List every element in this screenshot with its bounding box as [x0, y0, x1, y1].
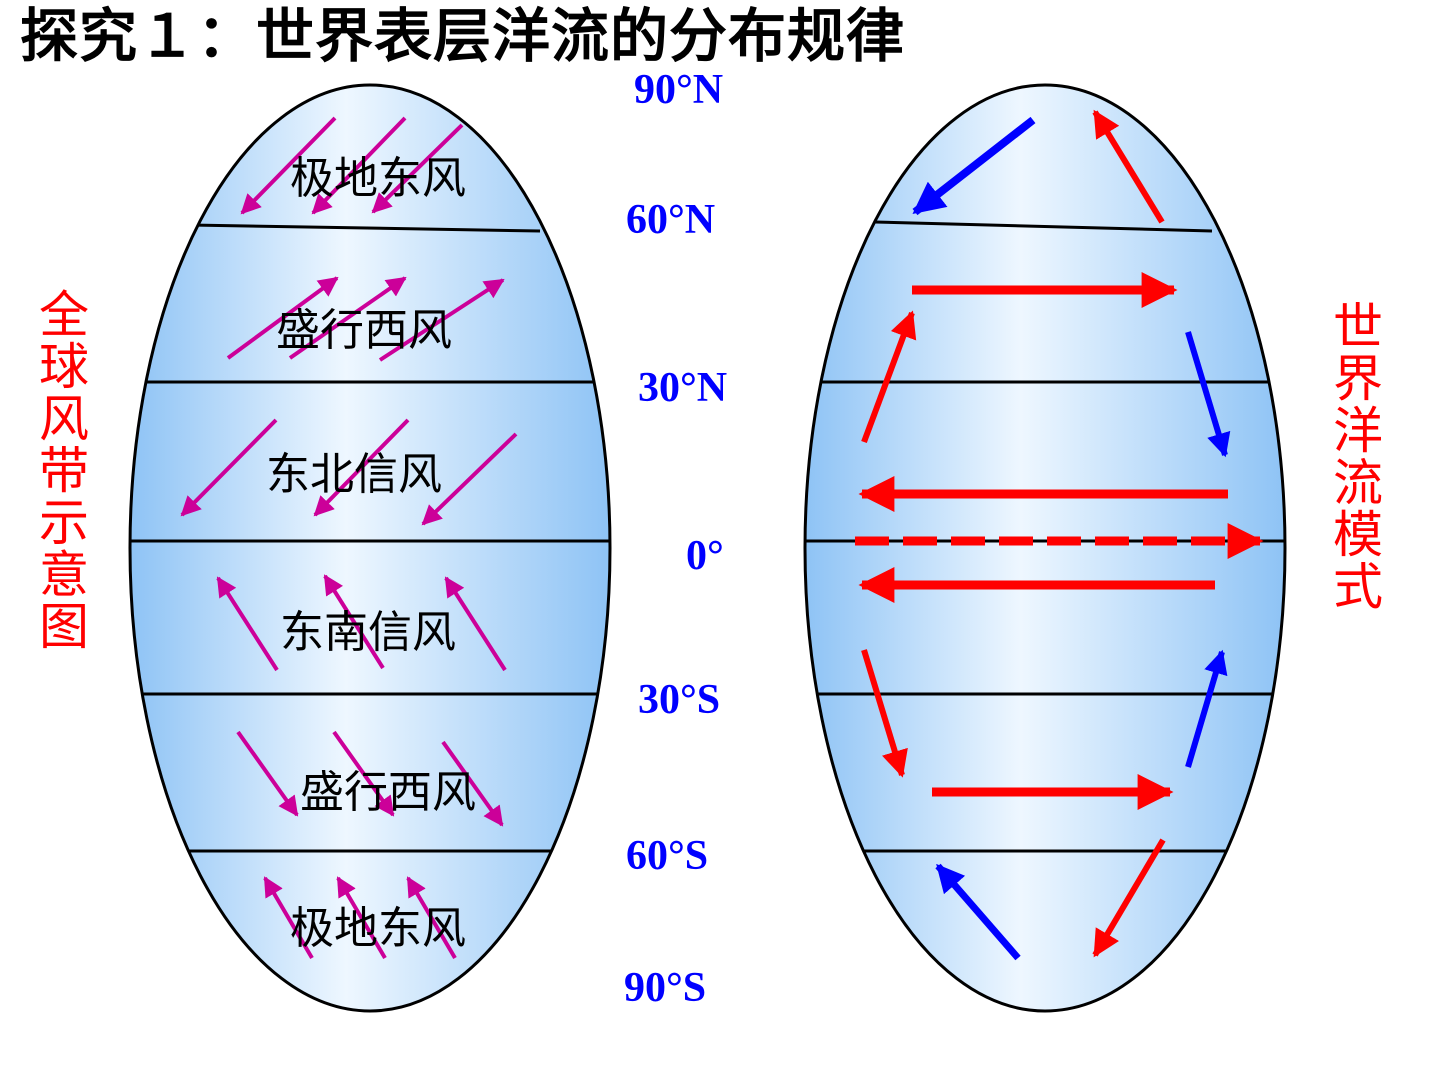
cold-current-arrow-icon [912, 116, 1036, 216]
wind-arrow-icon [323, 574, 385, 670]
cold-current-arrow-icon [1185, 331, 1231, 458]
current-globe [803, 83, 1287, 1013]
latitude-line-60n [189, 223, 541, 233]
latitude-label-60s: 60°S [626, 833, 709, 879]
wind-arrow-icon [311, 116, 407, 215]
wind-arrow-icon [216, 576, 279, 672]
wind-belt-polar-easterlies-north: 极地东风 [290, 153, 466, 204]
latitude-label-60n: 60°N [626, 197, 716, 243]
wind-arrow-icon [263, 876, 314, 960]
wind-arrow-icon [236, 730, 299, 817]
wind-arrow-icon [371, 123, 464, 214]
cold-current-arrow-icon [1185, 649, 1228, 768]
wind-arrow-icon [226, 276, 339, 360]
wind-arrow-icon [378, 278, 505, 362]
wind-arrow-icon [332, 730, 395, 817]
left-caption: 全球风带示意图 [31, 288, 89, 652]
wind-arrow-icon [240, 116, 337, 215]
warm-current-arrow-icon [1092, 109, 1165, 224]
latitude-label-30s: 30°S [638, 677, 721, 723]
wind-belt-polar-easterlies-south: 极地东风 [290, 903, 466, 954]
wind-arrow-icon [444, 576, 507, 672]
warm-current-arrow-icon [861, 649, 908, 778]
wind-belt-westerlies-south: 盛行西风 [300, 767, 476, 818]
wind-globe [128, 83, 612, 1013]
current-latitude-line-60n [874, 220, 1213, 233]
wind-arrow-icon [336, 876, 387, 960]
cold-current-arrow-icon [935, 863, 1021, 961]
wind-arrow-icon [406, 876, 457, 960]
wind-belt-southeast-trades: 东南信风 [280, 607, 456, 658]
page-title: 探究１：世界表层洋流的分布规律 [20, 2, 906, 70]
wind-arrow-icon [180, 418, 278, 517]
warm-current-arrow-icon [1092, 838, 1166, 958]
wind-arrow-icon [288, 276, 407, 360]
latitude-label-90n: 90°N [634, 67, 724, 113]
wind-arrow-icon [441, 740, 504, 827]
wind-globe-outline [128, 83, 612, 1013]
latitude-label-90s: 90°S [624, 965, 707, 1011]
current-globe-outline [803, 83, 1287, 1013]
latitude-label-30n: 30°N [638, 365, 728, 411]
right-caption: 世界洋流模式 [1325, 300, 1383, 612]
wind-arrow-icon [421, 432, 518, 526]
latitude-label-equator: 0° [686, 533, 724, 579]
warm-current-arrow-icon [861, 310, 917, 444]
wind-belt-northeast-trades: 东北信风 [266, 449, 442, 500]
wind-belt-westerlies-north: 盛行西风 [276, 305, 452, 356]
wind-arrow-icon [313, 418, 410, 517]
